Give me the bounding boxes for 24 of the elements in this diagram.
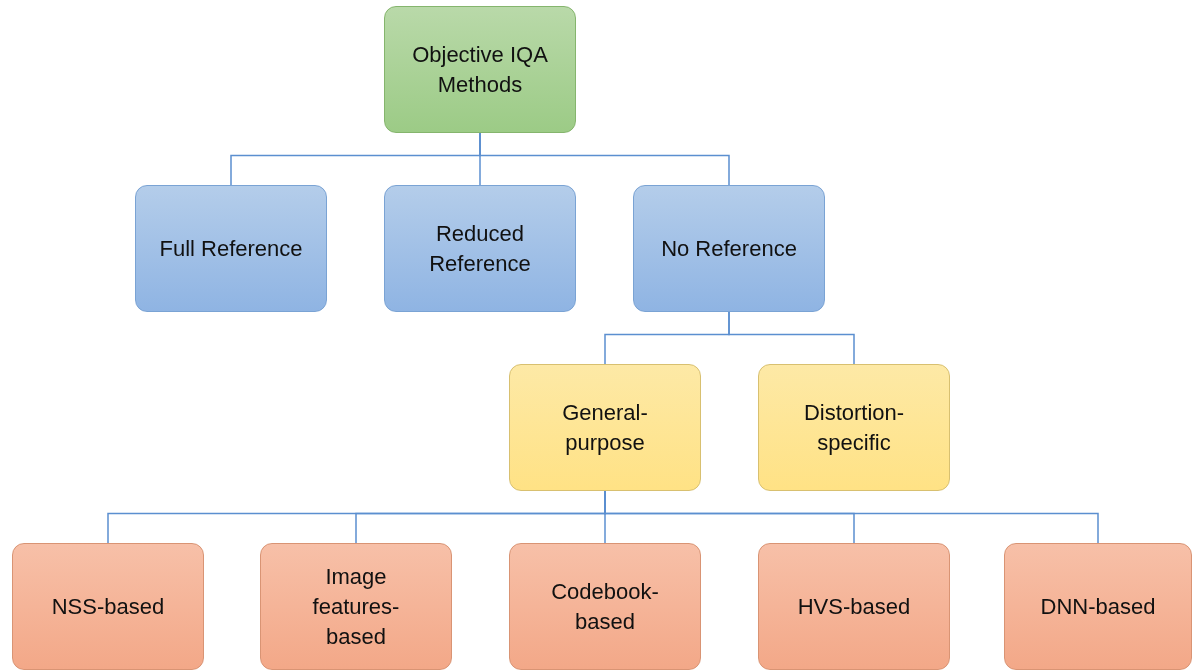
category-label: NSS-based <box>51 592 165 621</box>
category-label: General- purpose <box>561 398 649 457</box>
category-box <box>509 543 701 670</box>
category-label: Full Reference <box>159 234 303 263</box>
connector-line <box>479 132 730 186</box>
connector-line <box>728 311 855 365</box>
category-box <box>12 543 204 670</box>
category-label: Codebook- based <box>550 577 660 636</box>
category-label: Image features- based <box>311 562 401 651</box>
category-box <box>1004 543 1192 670</box>
category-label: DNN-based <box>1040 592 1156 621</box>
category-label: No Reference <box>661 234 797 263</box>
category-label: Distortion- specific <box>802 398 906 457</box>
category-box <box>758 364 950 491</box>
category-box <box>633 185 825 312</box>
category-box <box>384 6 576 133</box>
category-box <box>758 543 950 670</box>
category-label: Objective IQA Methods <box>411 40 549 99</box>
category-label: Reduced Reference <box>428 219 532 278</box>
category-box <box>135 185 327 312</box>
category-box <box>384 185 576 312</box>
category-box <box>260 543 452 670</box>
category-box <box>509 364 701 491</box>
category-label: HVS-based <box>797 592 911 621</box>
